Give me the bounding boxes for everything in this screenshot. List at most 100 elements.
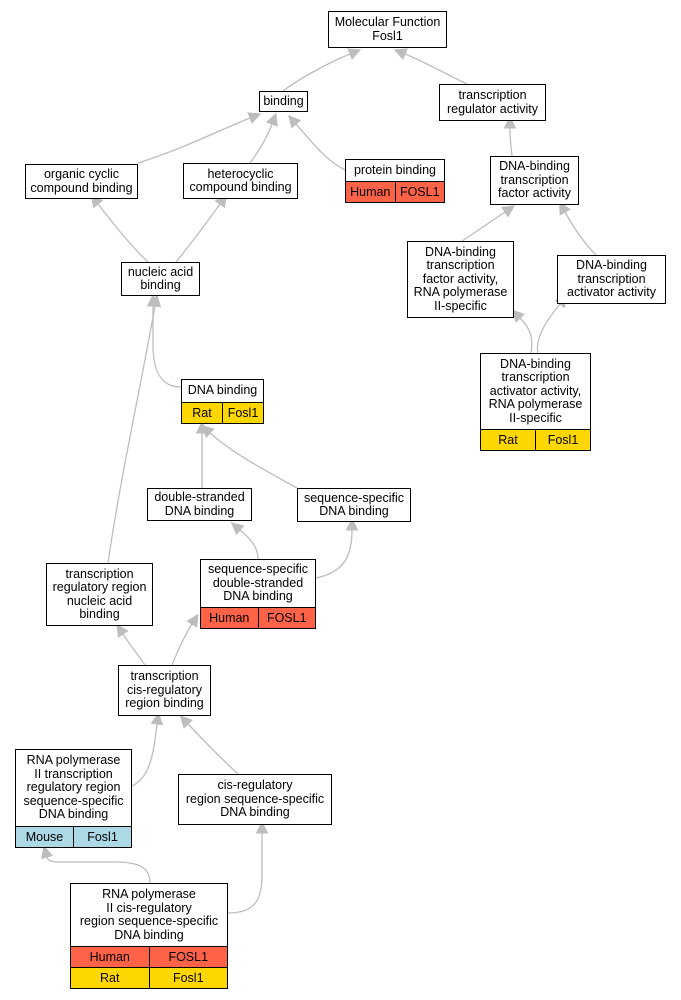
edge-binding-to-molecular-function [282,53,351,92]
annotation-row: Human FOSL1 [71,946,227,967]
annotation-row: Mouse Fosl1 [16,826,131,847]
edge-arrowhead [393,48,408,61]
edge-arrowhead [116,623,129,638]
annotation-row: Rat Fosl1 [182,402,263,423]
annotation-row: Human FOSL1 [201,607,315,628]
term-node-dna-binding-tf-activity[interactable]: DNA-binding transcription factor activit… [490,156,579,205]
root-term-node[interactable]: Molecular Function Fosl1 [328,11,447,48]
term-node-dna-binding-activator-activity-rnap2[interactable]: DNA-binding transcription activator acti… [480,353,591,451]
edge-rnap2-cis-regulatory-region-ss-dna-binding-to-rnap2-transcription-regulatory-region-ss-dna-binding [46,856,151,884]
edge-organic-cyclic-compound-binding-to-binding [137,117,251,164]
edge-dna-binding-tf-activity-to-transcription-regulator-activity [509,127,513,157]
gene-cell[interactable]: Fosl1 [222,403,263,423]
edge-arrowhead [347,48,362,61]
term-label: double-stranded DNA binding [154,490,245,518]
edge-arrowhead [503,115,517,129]
term-label: RNA polymerase II cis-regulatory region … [79,887,219,942]
edge-rnap2-transcription-regulatory-region-ss-dna-binding-to-transcription-cis-regulatory-region-binding [131,723,158,787]
edge-transcription-cis-regulatory-region-binding-to-sequence-specific-ds-dna-binding [171,623,193,666]
edge-sequence-specific-dna-binding-to-dna-binding [209,432,298,489]
gene-cell[interactable]: FOSL1 [257,608,316,628]
gene-cell[interactable]: FOSL1 [394,182,445,202]
term-node-cis-regulatory-region-ss-dna-binding[interactable]: cis-regulatory region sequence-specific … [178,774,332,825]
edge-nucleic-acid-binding-to-heterocyclic-compound-binding [175,203,221,263]
term-node-sequence-specific-dna-binding[interactable]: sequence-specific DNA binding [297,488,411,522]
term-node-transcription-regulator-activity[interactable]: transcription regulator activity [439,84,546,121]
edge-transcription-regulator-activity-to-molecular-function [404,53,468,85]
edge-arrowhead [511,309,525,323]
species-cell[interactable]: Rat [100,971,120,985]
annotation-row: Rat Fosl1 [481,429,590,450]
term-label: DNA-binding transcription activator acti… [567,258,656,300]
term-node-dna-binding-tf-activity-rnap2[interactable]: DNA-binding transcription factor activit… [407,241,514,318]
term-node-organic-cyclic-compound-binding[interactable]: organic cyclic compound binding [25,164,138,199]
gene-cell[interactable]: Fosl1 [535,430,590,450]
term-node-sequence-specific-ds-dna-binding[interactable]: sequence-specific double-stranded DNA bi… [200,559,316,629]
gene-cell[interactable]: Fosl1 [73,827,131,847]
term-label: organic cyclic compound binding [30,167,133,195]
edge-arrowhead [265,112,278,127]
term-label: transcription cis-regulatory region bind… [125,669,204,711]
term-label: DNA-binding transcription factor activit… [498,159,571,201]
edge-transcription-cis-regulatory-region-binding-to-transcription-regulatory-region-nucleic-acid-binding [122,633,146,666]
edge-cis-regulatory-region-ss-dna-binding-to-transcription-cis-regulatory-region-binding [187,723,239,775]
species-cell[interactable]: Rat [192,406,212,420]
edge-arrowhead [255,820,269,834]
edge-arrowhead [288,114,302,129]
edge-heterocyclic-compound-binding-to-binding [249,123,273,164]
edge-arrowhead [501,205,516,218]
edge-arrowhead [200,425,215,439]
term-node-rnap2-cis-regulatory-region-ss-dna-binding[interactable]: RNA polymerase II cis-regulatory region … [70,883,228,989]
edge-dna-binding-activator-activity-rnap2-to-dna-binding-activator-activity [536,303,561,354]
edge-arrowhead [148,294,162,308]
gene-cell[interactable]: FOSL1 [148,947,228,967]
term-label: cis-regulatory region sequence-specific … [185,778,325,820]
term-label: binding [263,93,304,108]
edge-arrowhead [150,711,164,726]
gene-cell[interactable]: Fosl1 [148,968,228,988]
term-label: sequence-specific double-stranded DNA bi… [207,562,309,604]
edge-arrowhead [41,845,54,860]
term-label: Molecular Function Fosl1 [334,15,441,43]
edge-arrowhead [345,517,359,531]
species-cell[interactable]: Human [89,950,130,964]
term-label: heterocyclic compound binding [189,166,292,194]
annotation-row: Rat Fosl1 [71,967,227,988]
edge-protein-binding-to-binding [295,123,346,171]
term-label: DNA-binding transcription factor activit… [413,244,508,313]
species-cell[interactable]: Mouse [25,830,64,844]
term-node-dna-binding-activator-activity[interactable]: DNA-binding transcription activator acti… [557,255,666,304]
term-label: transcription regulatory region nucleic … [52,566,147,621]
edge-rnap2-cis-regulatory-region-ss-dna-binding-to-cis-regulatory-region-ss-dna-binding [227,833,263,914]
term-node-heterocyclic-compound-binding[interactable]: heterocyclic compound binding [183,163,298,199]
species-cell[interactable]: Rat [498,433,518,447]
term-node-double-stranded-dna-binding[interactable]: double-stranded DNA binding [147,488,252,521]
term-label: sequence-specific DNA binding [303,490,405,518]
edge-transcription-regulatory-region-nucleic-acid-binding-to-nucleic-acid-binding [107,305,156,564]
edge-dna-binding-to-nucleic-acid-binding [152,306,182,388]
term-label: transcription regulator activity [446,88,538,116]
edge-sequence-specific-ds-dna-binding-to-double-stranded-dna-binding [239,529,259,560]
edge-arrowhead [247,112,262,125]
species-cell[interactable]: Human [350,185,391,199]
edge-sequence-specific-ds-dna-binding-to-sequence-specific-dna-binding [315,529,353,579]
edge-dna-binding-activator-activity-to-dna-binding-tf-activity [564,211,597,256]
edge-arrowhead [230,522,245,536]
term-label: DNA binding [187,383,258,398]
edge-arrowhead [179,715,193,729]
term-label: RNA polymerase II transcription regulato… [23,753,124,822]
term-label: protein binding [353,162,436,177]
edge-nucleic-acid-binding-to-organic-cyclic-compound-binding [97,203,149,263]
term-label: nucleic acid binding [127,264,194,292]
species-cell[interactable]: Human [209,611,250,625]
term-node-nucleic-acid-binding[interactable]: nucleic acid binding [121,262,200,296]
term-node-transcription-cis-regulatory-region-binding[interactable]: transcription cis-regulatory region bind… [118,665,211,716]
term-node-binding[interactable]: binding [259,91,308,112]
edge-dna-binding-tf-activity-rnap2-to-dna-binding-tf-activity [461,211,506,242]
term-node-transcription-regulatory-region-nucleic-acid-binding[interactable]: transcription regulatory region nucleic … [46,563,153,626]
term-node-rnap2-transcription-regulatory-region-ss-dna-binding[interactable]: RNA polymerase II transcription regulato… [15,749,132,848]
